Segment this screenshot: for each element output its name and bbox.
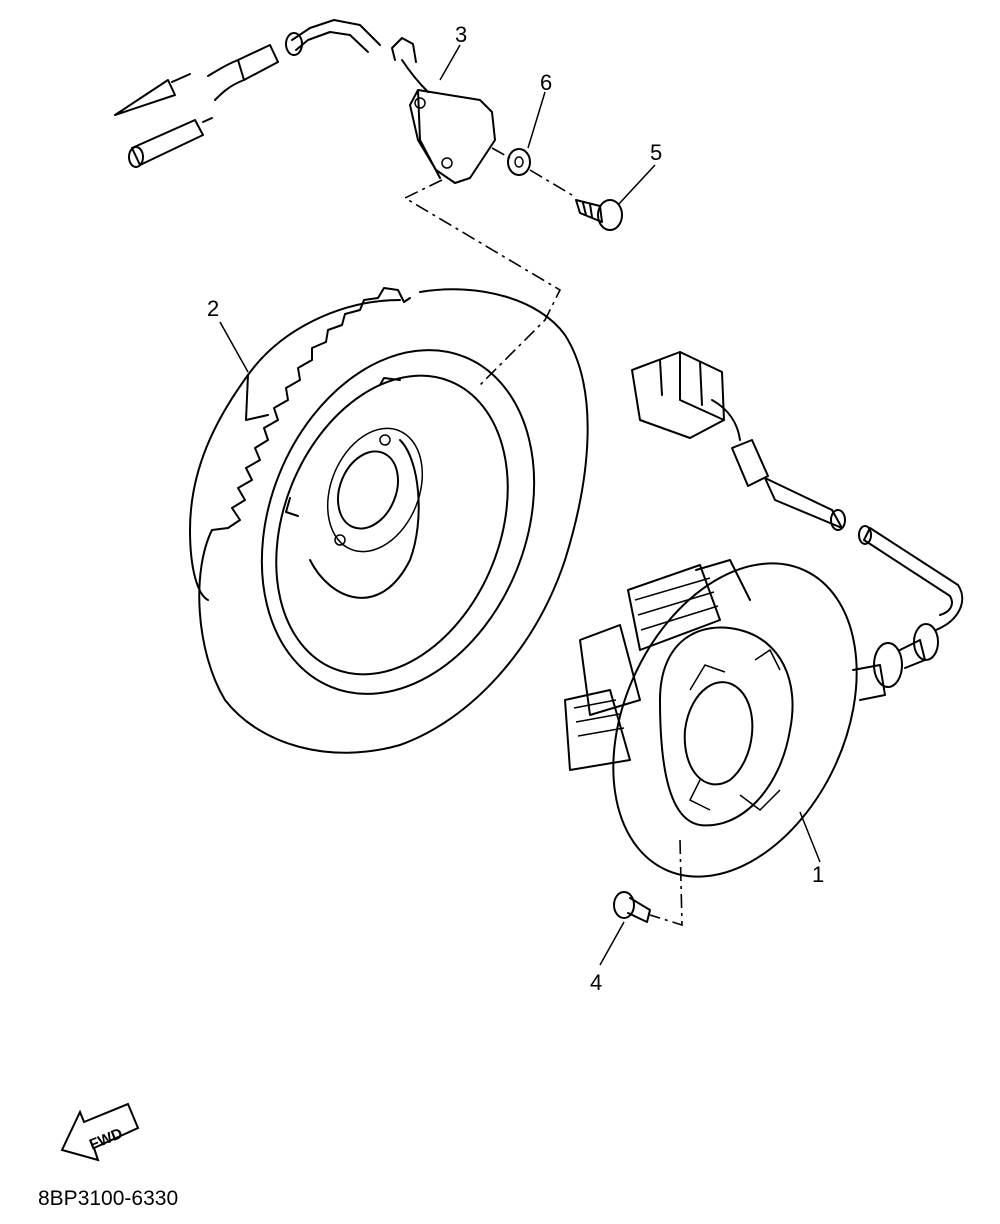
- callout-4: 4: [590, 970, 602, 995]
- callout-3: 3: [455, 22, 467, 47]
- callout-1: 1: [812, 862, 824, 887]
- callout-6: 6: [540, 70, 552, 95]
- drawing-code: 8BP3100-6330: [38, 1187, 179, 1210]
- pickup-bolt: [575, 199, 623, 231]
- washer: [507, 148, 531, 176]
- stator-connector: [631, 351, 846, 531]
- rotor-flywheel: [189, 287, 589, 754]
- stator: [564, 525, 964, 878]
- stator-screw: [613, 891, 651, 923]
- callout-5: 5: [650, 140, 662, 165]
- fwd-arrow-icon: FWD: [60, 1102, 140, 1162]
- callout-2: 2: [207, 296, 219, 321]
- callouts: 1 2 3 4 5 6: [207, 22, 824, 995]
- pickup-coil: [114, 19, 496, 184]
- assembly-lines: [403, 147, 683, 927]
